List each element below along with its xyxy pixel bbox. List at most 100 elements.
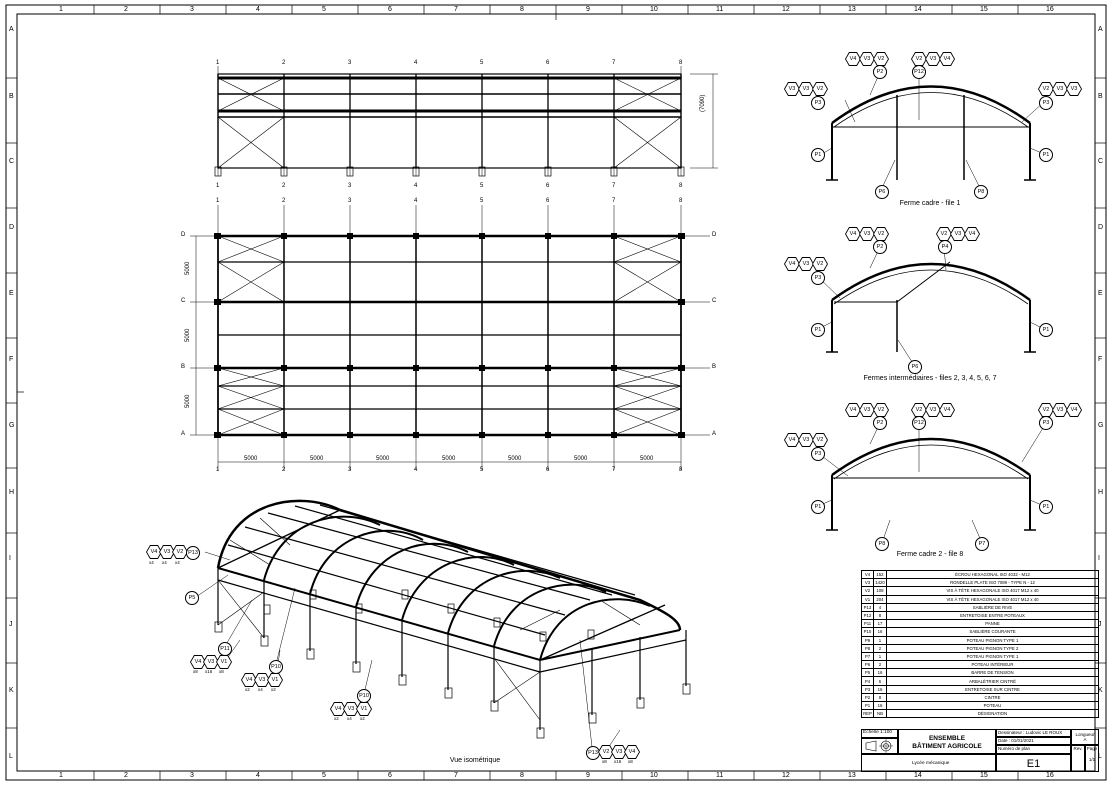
bom-quantity: 16 xyxy=(873,627,887,637)
row-letter: D xyxy=(1098,224,1104,231)
callout-v2: V2 xyxy=(873,227,889,241)
quantity-label: x8 xyxy=(219,669,224,674)
section-files-2-7 xyxy=(826,261,1036,353)
callout-p3: P3 xyxy=(1039,96,1053,110)
quantity-label: x4 xyxy=(175,560,180,565)
side-elevation xyxy=(214,66,718,177)
bay-dimension: 5000 xyxy=(508,456,522,462)
row-letter: I xyxy=(9,555,11,562)
bom-ref: P10 xyxy=(861,627,874,637)
title-line-2: BÂTIMENT AGRICOLE xyxy=(912,743,982,750)
callout-v2: V2 xyxy=(1038,403,1054,417)
format-value: A xyxy=(1083,737,1087,742)
format-label: Longueur xyxy=(1075,732,1095,737)
col-number: 13 xyxy=(848,6,856,13)
vertical-dimension: 5000 xyxy=(185,261,191,275)
bom-ref: REP xyxy=(861,709,874,719)
grid-number: 3 xyxy=(348,467,352,473)
callout-v3: V3 xyxy=(798,433,814,447)
callout-p11: P11 xyxy=(218,642,232,656)
callout-p6: P6 xyxy=(908,360,922,374)
bay-dimension: 5000 xyxy=(640,456,654,462)
section-2-caption: Fermes intermédiaires - files 2, 3, 4, 5… xyxy=(863,375,997,382)
bom-quantity: 6 xyxy=(873,676,887,686)
callout-v4: V4 xyxy=(939,52,955,66)
bom-ref: P12 xyxy=(861,610,874,621)
callout-p1: P1 xyxy=(1039,500,1053,514)
callout-v2: V2 xyxy=(812,433,828,447)
page-value: 1/1 xyxy=(1088,757,1096,762)
iso-caption: Vue isométrique xyxy=(449,757,501,764)
grid-letter: A xyxy=(712,431,717,437)
row-letter: F xyxy=(9,356,14,363)
quantity-label: x2 xyxy=(245,687,250,692)
callout-p12: P12 xyxy=(912,416,926,430)
projection-symbol-icon xyxy=(865,739,893,753)
row-letter: J xyxy=(1098,621,1102,628)
projection-symbol-cell xyxy=(861,738,898,754)
callout-v3: V3 xyxy=(343,702,359,716)
col-number: 13 xyxy=(848,772,856,779)
bom-quantity: 204 xyxy=(873,594,887,604)
callout-v1: V1 xyxy=(216,655,232,669)
bay-dimension: 5000 xyxy=(244,456,258,462)
quantity-label: x8 xyxy=(628,759,633,764)
callout-p10: P10 xyxy=(357,689,371,703)
callout-v3: V3 xyxy=(925,403,941,417)
callout-p1: P1 xyxy=(811,323,825,337)
callout-p8: P8 xyxy=(875,537,889,551)
callout-v4: V4 xyxy=(190,655,206,669)
bom-designation: DÉSIGNATION xyxy=(886,709,1099,719)
bom-ref: P7 xyxy=(861,651,874,662)
bom-quantity: 108 xyxy=(873,586,887,596)
callout-p3: P3 xyxy=(811,96,825,110)
row-letter: F xyxy=(1098,356,1103,363)
bom-quantity: 152 xyxy=(873,569,887,580)
bom-designation: POTEAU INTÉRIEUR xyxy=(886,660,1099,670)
row-letter: E xyxy=(1098,290,1103,297)
grid-number: 4 xyxy=(414,60,418,66)
grid-letter: B xyxy=(712,364,717,370)
bom-ref: P8 xyxy=(861,643,874,653)
callout-v3: V3 xyxy=(798,257,814,271)
grid-number: 8 xyxy=(679,467,683,473)
row-letter: G xyxy=(1098,422,1104,429)
bom-designation: SABLIÈRE COURANTE xyxy=(886,627,1099,637)
callout-p13: P13 xyxy=(586,746,600,760)
callout-v3: V3 xyxy=(159,545,175,559)
quantity-label: x2 xyxy=(271,687,276,692)
bom-designation: SABLIÈRE DE RIVE xyxy=(886,602,1099,612)
grid-number: 7 xyxy=(612,467,616,473)
bom-quantity: 16 xyxy=(873,700,887,711)
grid-number: 2 xyxy=(282,198,286,204)
bom-ref: P11 xyxy=(861,619,874,629)
row-letter: L xyxy=(1098,753,1102,760)
bom-quantity: 2 xyxy=(873,660,887,670)
grid-number: 6 xyxy=(546,467,550,473)
callout-v4: V4 xyxy=(845,227,861,241)
col-number: 15 xyxy=(980,6,988,13)
grid-number: 2 xyxy=(282,183,286,189)
row-letter: H xyxy=(1098,489,1104,496)
callout-v3: V3 xyxy=(925,52,941,66)
callout-v3: V3 xyxy=(784,82,800,96)
col-number: 8 xyxy=(520,6,524,13)
row-letter: B xyxy=(1098,93,1103,100)
callout-v1: V1 xyxy=(356,702,372,716)
callout-v3: V3 xyxy=(1052,82,1068,96)
grid-letter: A xyxy=(181,431,186,437)
callout-v4: V4 xyxy=(939,403,955,417)
bom-designation: PANNE xyxy=(886,619,1099,629)
callout-v3: V3 xyxy=(254,673,270,687)
col-number: 3 xyxy=(190,6,194,13)
col-number: 11 xyxy=(716,6,724,13)
bom-designation: VIS À TÊTE HEXAGONALE ISO 4017 M12 x 40 xyxy=(886,594,1099,604)
isometric-view xyxy=(195,499,691,748)
col-number: 6 xyxy=(388,6,392,13)
